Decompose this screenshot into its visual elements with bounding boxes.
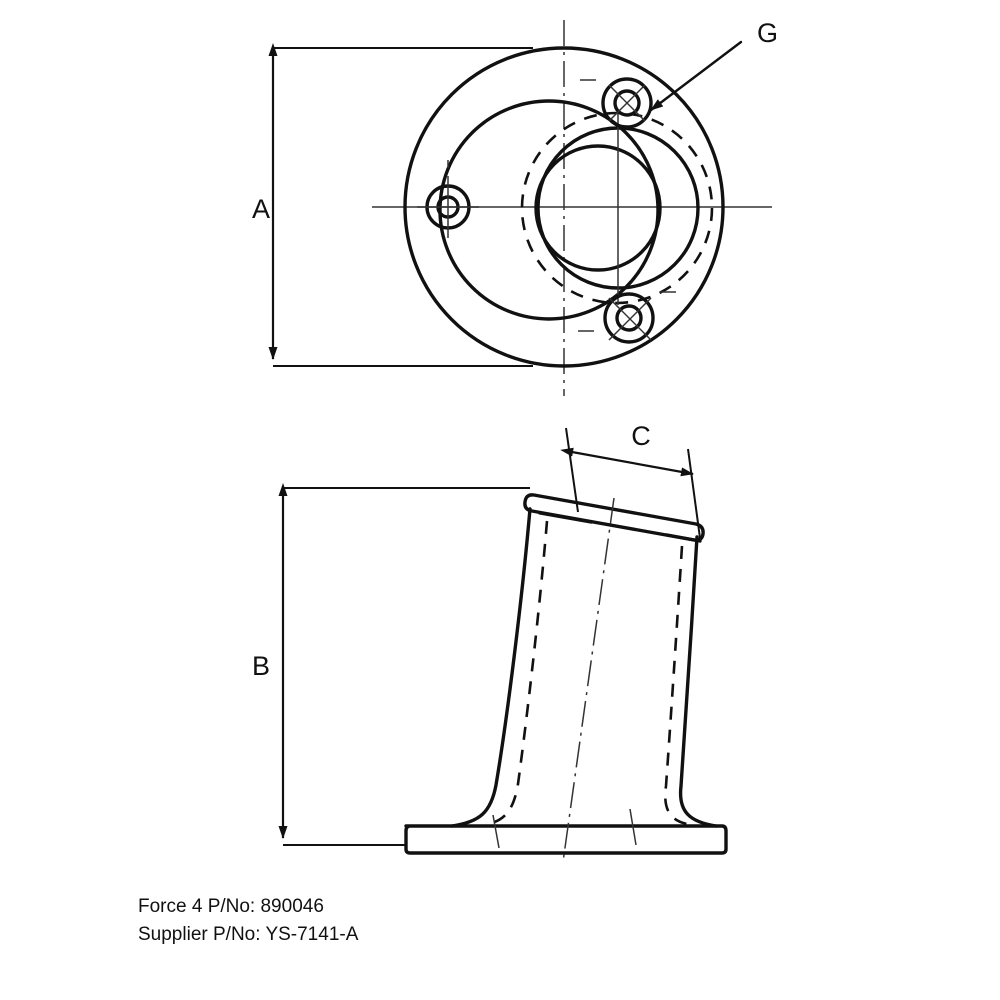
- part-number-caption: Force 4 P/No: 890046 Supplier P/No: YS-7…: [138, 893, 358, 949]
- tube-inner-circle: [534, 144, 662, 272]
- flange-tick-left: [492, 814, 500, 849]
- hidden-bore-circle: [520, 111, 714, 305]
- bolt-hole-bottom-outer: [603, 292, 655, 344]
- tube-rim-wall-left: [538, 511, 593, 524]
- dimension-C: C: [560, 421, 701, 539]
- tube-bore-hidden-left: [487, 520, 549, 826]
- bolt-hole-left: [417, 160, 479, 238]
- force4-part-number-line: Force 4 P/No: 890046: [138, 896, 324, 917]
- dimension-A-label: A: [252, 194, 270, 224]
- dimension-G-leader: [649, 40, 743, 112]
- bolt-hole-bottom-inner: [615, 304, 643, 332]
- dimension-C-line: [560, 447, 694, 477]
- tube-left-outline: [450, 507, 532, 828]
- bolt-hole-top: [580, 77, 653, 129]
- bolt-hole-top-crosshair-b: [608, 84, 646, 122]
- flange-tick-right: [629, 808, 637, 846]
- bolt-hole-bottom: [578, 291, 676, 344]
- supplier-part-number-line: Supplier P/No: YS-7141-A: [138, 924, 359, 945]
- tube-rim-wall-right: [665, 533, 702, 543]
- tube-axis-centerline: [562, 497, 615, 863]
- dimension-G-label: G: [757, 18, 778, 48]
- dimension-C-label: C: [631, 421, 651, 451]
- flange-outer-circle: [403, 46, 725, 368]
- side-view-group: B C: [252, 421, 728, 863]
- top-view-group: A G: [252, 18, 778, 396]
- bolt-hole-bottom-crosshair-b: [608, 297, 652, 341]
- base-flange-body: [404, 824, 728, 855]
- tube-bore-hidden-right: [664, 545, 688, 826]
- dimension-A: A: [252, 43, 533, 367]
- dimension-G: G: [649, 18, 778, 112]
- dimension-B: B: [252, 483, 530, 846]
- dimension-B-label: B: [252, 651, 270, 681]
- tube-right-outline: [678, 535, 718, 828]
- bolt-hole-top-inner: [613, 89, 641, 117]
